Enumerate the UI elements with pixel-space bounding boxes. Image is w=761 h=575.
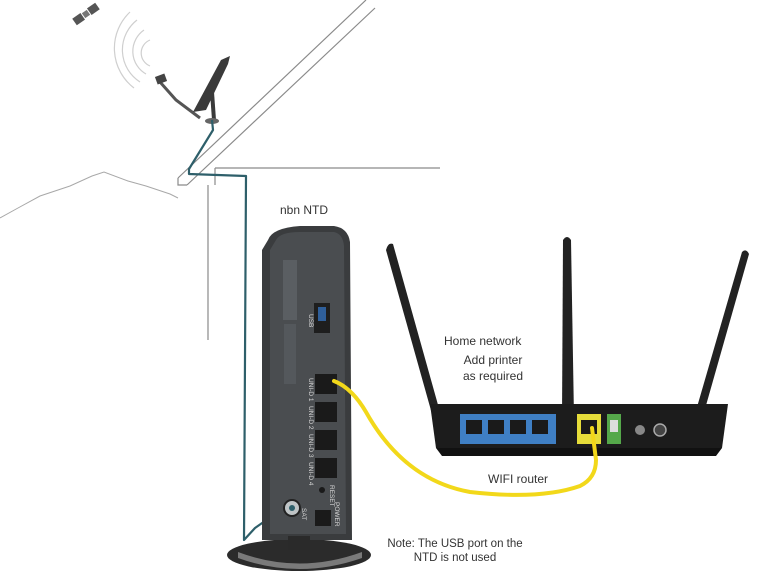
ntd-power-port[interactable] <box>315 510 331 526</box>
ntd-sat-label: SAT <box>300 508 307 520</box>
wifi-router-label: WIFI router <box>488 472 549 486</box>
ntd-uni-d3-port[interactable] <box>315 430 337 450</box>
ntd-uni-d2-label: UNI-D 2 <box>307 406 314 430</box>
ntd-stand-shadow <box>238 552 362 569</box>
satellite-icon <box>72 2 100 26</box>
ntd-uni-d1-label: UNI-D 1 <box>307 378 314 402</box>
ntd-device <box>262 226 352 550</box>
house-outline <box>177 0 440 340</box>
hill-outline <box>0 171 179 219</box>
ntd-power-label: POWER <box>333 502 340 527</box>
satellite-dish-icon <box>154 56 230 124</box>
ntd-reset-button[interactable] <box>319 487 325 493</box>
ntd-uni-d4-port[interactable] <box>315 458 337 478</box>
ntd-usb-label: USB <box>307 314 314 327</box>
usb-note-label: Note: The USB port on the NTD is not use… <box>387 538 523 564</box>
router-antennas <box>386 237 749 418</box>
home-network-label: Home network <box>444 334 522 348</box>
ntd-uni-d2-port[interactable] <box>315 402 337 422</box>
ntd-uni-d1-port[interactable] <box>315 374 337 394</box>
ntd-uni-d3-label: UNI-D 3 <box>307 434 314 458</box>
ethernet-cable <box>332 379 599 497</box>
signal-waves-icon <box>113 11 151 89</box>
ntd-label: nbn NTD <box>280 203 329 217</box>
ntd-reset-label: RESET <box>328 485 335 507</box>
wifi-router <box>430 404 728 456</box>
add-printer-label: Add printer as required <box>462 353 524 383</box>
router-power-switch[interactable] <box>635 425 645 435</box>
router-power-jack[interactable] <box>653 423 667 437</box>
ntd-uni-d4-label: UNI-D 4 <box>307 462 314 486</box>
